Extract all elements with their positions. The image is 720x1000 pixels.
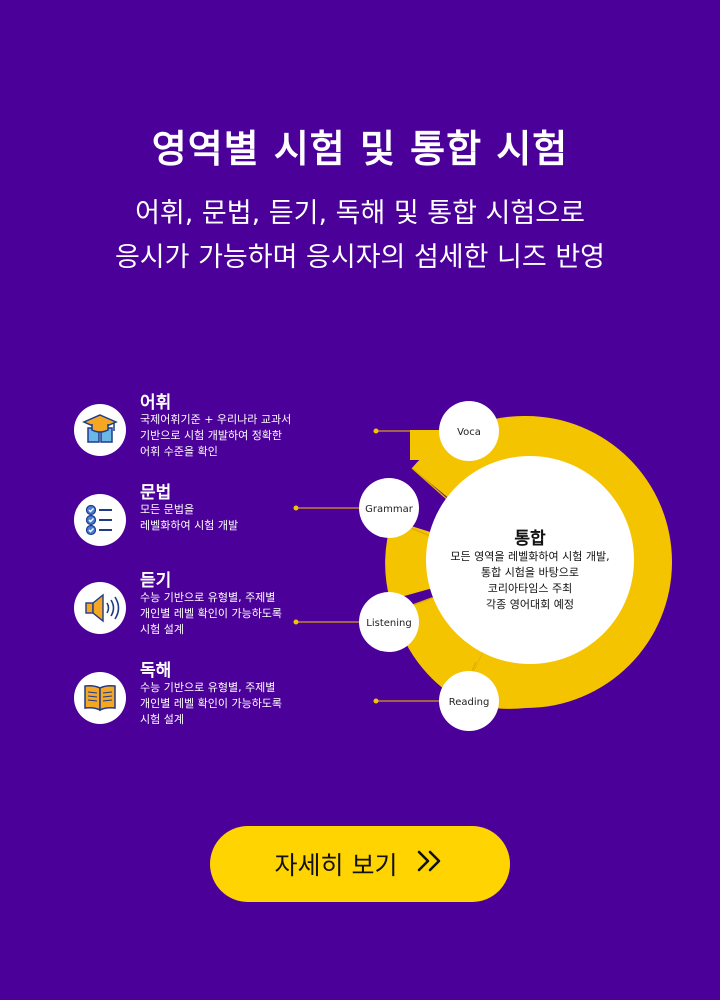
section-desc: 수능 기반으로 유형별, 주제별 개인별 레벨 확인이 가능하도록 시험 설계	[140, 590, 282, 638]
section-name: 독해	[140, 661, 172, 681]
desc-line: 어휘 수준을 확인	[140, 445, 218, 458]
center-circle	[426, 456, 634, 664]
connector-dot	[373, 428, 379, 434]
page-title: 영역별 시험 및 통합 시험	[151, 127, 569, 171]
node-label: Grammar	[365, 504, 414, 515]
page-subtitle: 어휘, 문법, 듣기, 독해 및 통합 시험으로 응시가 가능하며 응시자의 섬…	[0, 192, 720, 280]
section-name: 어휘	[140, 393, 172, 413]
subtitle-line-2: 응시가 가능하며 응시자의 섬세한 니즈 반영	[114, 242, 606, 273]
desc-line: 개인별 레벨 확인이 가능하도록	[140, 607, 283, 620]
node-listening: Listening	[359, 592, 419, 652]
open-book-icon	[74, 672, 126, 724]
desc-line: 수능 기반으로 유형별, 주제별	[140, 591, 276, 604]
graduation-cap-book-icon	[74, 404, 126, 456]
node-label: Listening	[366, 618, 411, 629]
node-label: Reading	[449, 697, 490, 708]
center-desc-line: 모든 영역을 레벨화하여 시험 개발,	[450, 550, 610, 563]
connector-dot	[293, 505, 299, 511]
desc-line: 시험 설계	[140, 713, 184, 726]
see-more-button[interactable]: 자세히 보기	[210, 826, 510, 902]
center-desc-line: 코리아타임스 주최	[487, 582, 573, 595]
section-name: 문법	[140, 483, 172, 503]
desc-line: 개인별 레벨 확인이 가능하도록	[140, 697, 283, 710]
section-name: 듣기	[140, 571, 172, 591]
desc-line: 모든 문법을	[140, 503, 195, 516]
connector-dot	[373, 698, 379, 704]
desc-line: 국제어휘기준 + 우리나라 교과서	[140, 413, 292, 426]
center-desc-line: 통합 시험을 바탕으로	[480, 566, 580, 579]
see-more-label: 자세히 보기	[274, 851, 398, 880]
desc-line: 기반으로 시험 개발하여 정확한	[140, 429, 283, 442]
speaker-icon	[74, 582, 126, 634]
checklist-icon	[74, 494, 126, 546]
node-reading: Reading	[439, 671, 499, 731]
desc-line: 시험 설계	[140, 623, 184, 636]
center-desc: 모든 영역을 레벨화하여 시험 개발, 통합 시험을 바탕으로 코리아타임스 주…	[420, 549, 640, 613]
node-voca: Voca	[439, 401, 499, 461]
center-title: 통합	[514, 529, 546, 549]
section-desc: 모든 문법을 레벨화하여 시험 개발	[140, 502, 238, 534]
double-chevron-right-icon	[415, 849, 445, 879]
node-label: Voca	[457, 427, 481, 438]
desc-line: 수능 기반으로 유형별, 주제별	[140, 681, 276, 694]
node-grammar: Grammar	[359, 478, 419, 538]
desc-line: 레벨화하여 시험 개발	[140, 519, 239, 532]
subtitle-line-1: 어휘, 문법, 듣기, 독해 및 통합 시험으로	[135, 198, 585, 229]
section-desc: 국제어휘기준 + 우리나라 교과서 기반으로 시험 개발하여 정확한 어휘 수준…	[140, 412, 291, 460]
center-desc-line: 각종 영어대회 예정	[486, 598, 574, 611]
section-desc: 수능 기반으로 유형별, 주제별 개인별 레벨 확인이 가능하도록 시험 설계	[140, 680, 282, 728]
connector-dot	[293, 619, 299, 625]
